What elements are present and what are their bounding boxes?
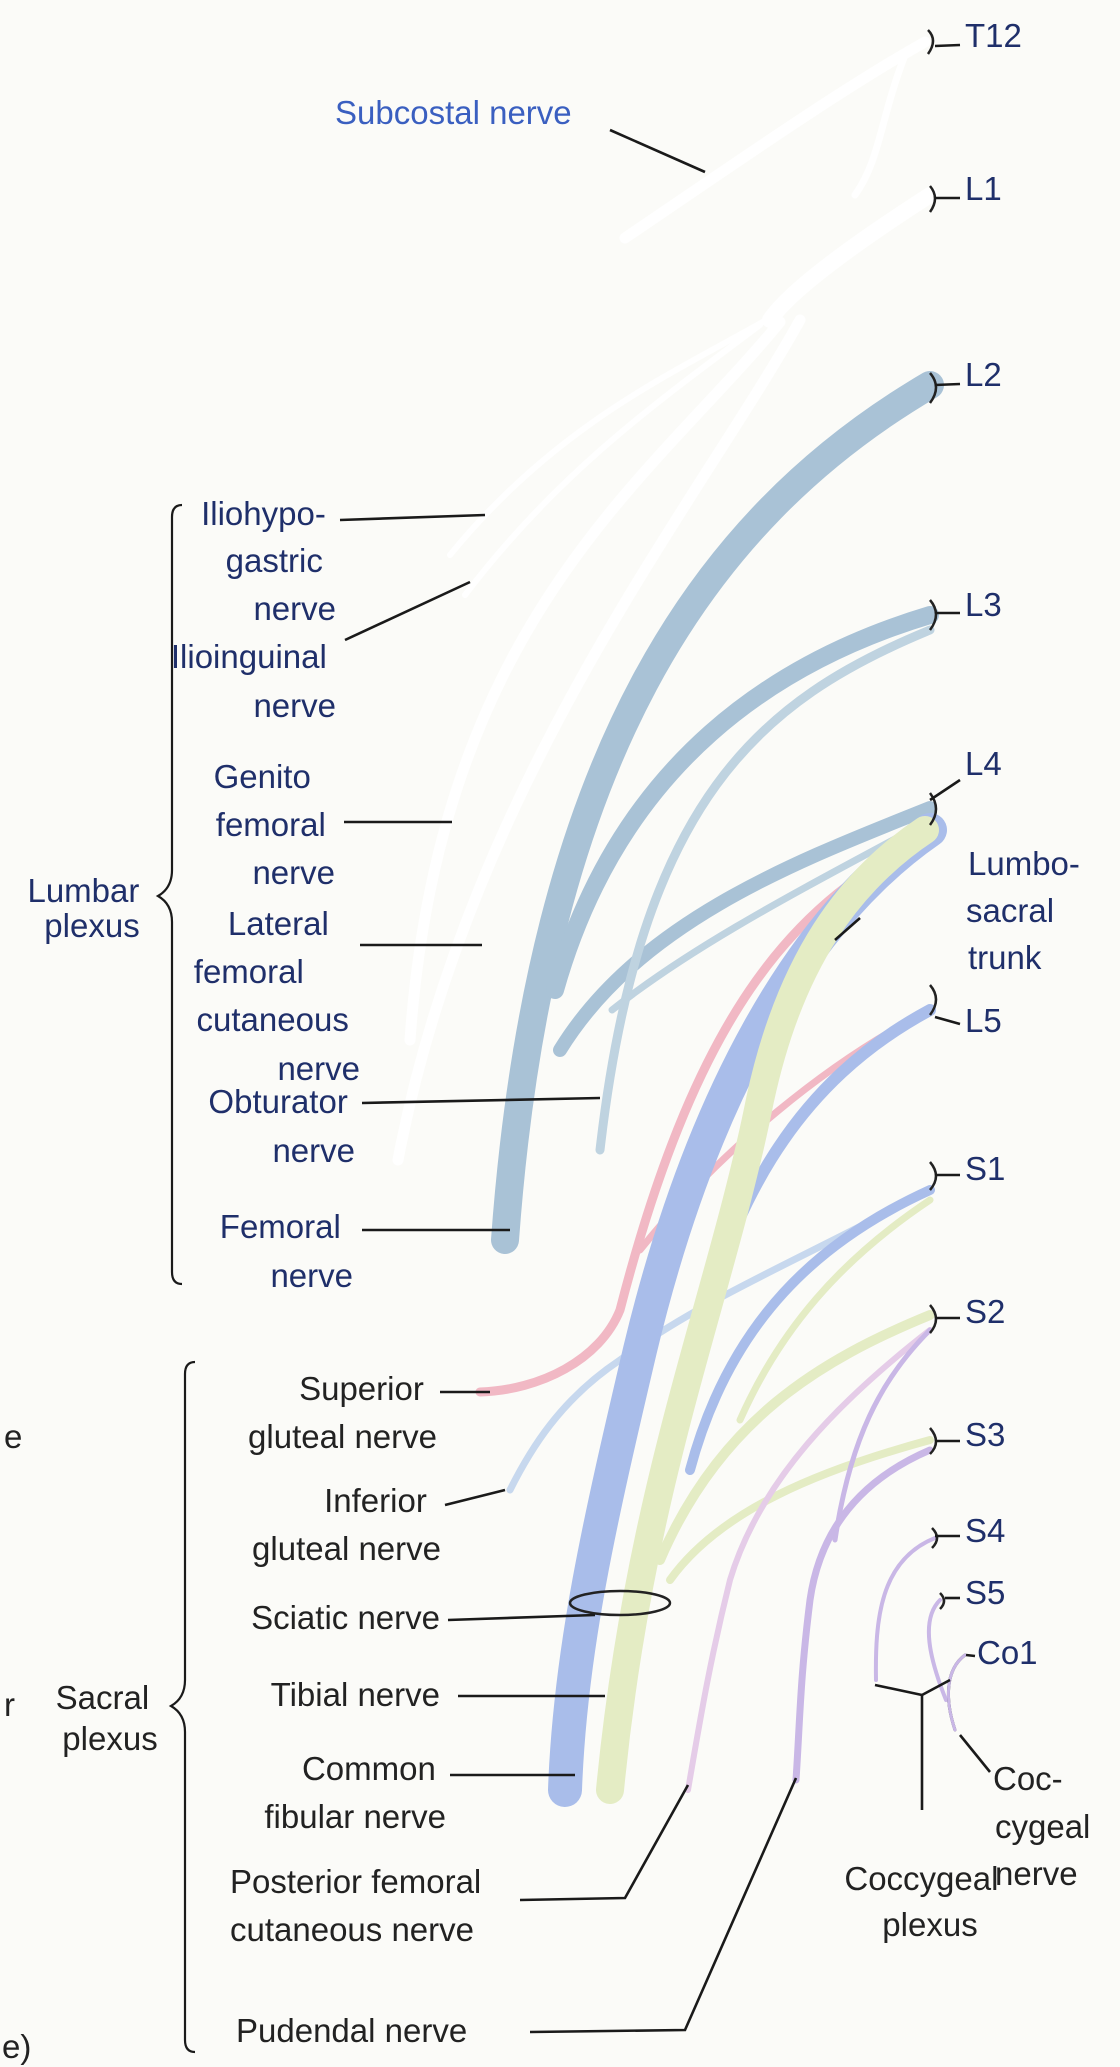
nerve-labels: Subcostal nerve Iliohypo- gastric nerve …	[171, 94, 1100, 2049]
edge-fragments: e r e)	[2, 1418, 31, 2065]
segment-label-s2: S2	[965, 1293, 1005, 1330]
label-subcostal-nerve: Subcostal nerve	[335, 94, 572, 131]
sacral-brace	[171, 1362, 195, 2052]
label-coccygeal-nerve: Coc- cygeal nerve	[993, 1760, 1100, 1892]
nerve-drawing	[398, 30, 965, 1790]
edge-fragment-3: e)	[2, 2028, 31, 2065]
segment-label-l4: L4	[965, 745, 1002, 782]
segment-labels: T12 L1 L2 L3 L4 L5 S1 S2 S3 S4 S5 Co1	[965, 17, 1038, 1671]
l1-branches-shape	[398, 195, 930, 1160]
segment-label-l2: L2	[965, 356, 1002, 393]
edge-fragment-1: e	[4, 1418, 22, 1455]
label-ilioinguinal-nerve: Ilioinguinal nerve	[171, 638, 336, 724]
label-posterior-femoral-cutaneous-nerve: Posterior femoral cutaneous nerve	[230, 1863, 490, 1948]
lilac-nerves-shape	[688, 1330, 930, 1790]
segment-label-s3: S3	[965, 1416, 1005, 1453]
label-inferior-gluteal-nerve: Inferior gluteal nerve	[252, 1482, 441, 1567]
group-labels: Lumbar plexus Sacral plexus	[27, 872, 158, 1757]
label-tibial-nerve: Tibial nerve	[271, 1676, 440, 1713]
sacral-plexus-label: Sacral plexus	[56, 1679, 159, 1757]
label-obturator-nerve: Obturator nerve	[208, 1083, 357, 1169]
segment-label-t12: T12	[965, 17, 1022, 54]
segment-label-s1: S1	[965, 1150, 1005, 1187]
label-pudendal-nerve: Pudendal nerve	[236, 2012, 467, 2049]
label-genitofemoral-nerve: Genito femoral nerve	[214, 758, 335, 891]
label-lumbosacral-trunk: Lumbo- sacral trunk	[966, 845, 1089, 976]
segment-label-l1: L1	[965, 170, 1002, 207]
segment-label-co1: Co1	[977, 1634, 1038, 1671]
edge-fragment-2: r	[4, 1686, 15, 1723]
label-iliohypogastric-nerve: Iliohypo- gastric nerve	[201, 495, 336, 627]
lumbar-plexus-label: Lumbar plexus	[27, 872, 148, 944]
segment-label-s5: S5	[965, 1574, 1005, 1611]
label-lateral-femoral-cutaneous-nerve: Lateral femoral cutaneous nerve	[194, 905, 360, 1087]
segment-label-l5: L5	[965, 1002, 1002, 1039]
segment-label-s4: S4	[965, 1512, 1005, 1549]
lumbar-brace	[158, 505, 182, 1284]
label-sciatic-nerve: Sciatic nerve	[251, 1599, 440, 1636]
coccygeal-plexus-shape	[876, 1538, 965, 1730]
subcostal-nerve-shape	[625, 42, 925, 238]
label-femoral-nerve: Femoral nerve	[220, 1208, 353, 1294]
label-common-fibular-nerve: Common fibular nerve	[264, 1750, 446, 1835]
segment-label-l3: L3	[965, 586, 1002, 623]
label-coccygeal-plexus: Coccygeal plexus	[844, 1860, 1007, 1943]
label-superior-gluteal-nerve: Superior gluteal nerve	[248, 1370, 437, 1455]
